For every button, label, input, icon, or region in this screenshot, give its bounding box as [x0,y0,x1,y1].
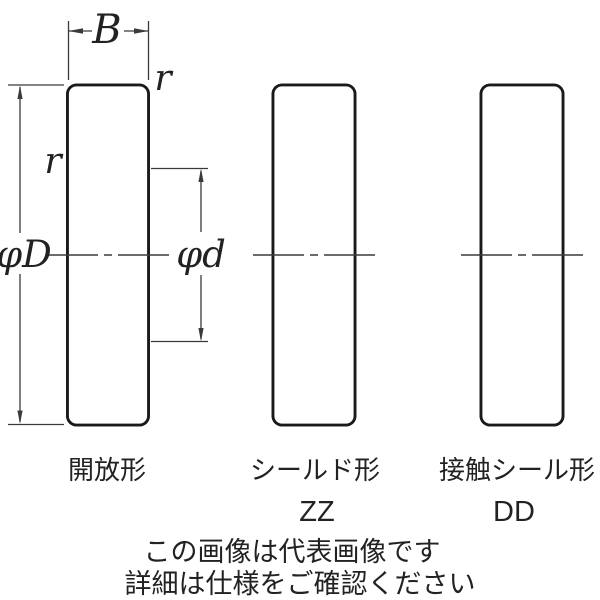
outer-diameter-dimension [8,84,64,426]
width-dimension [67,21,150,80]
dimension-label-outer-diameter: φD [0,233,52,276]
dimension-label-width: B [92,7,122,53]
bearing-caption-open: 開放形 [67,455,147,485]
dimension-label-chamfer-top: r [154,58,172,99]
open-bearing-drawing [66,83,150,427]
dimension-label-chamfer-left: r [44,141,62,182]
bearing-code-dd: DD [493,496,535,528]
bore-diameter-dimension [151,167,208,343]
bearing-code-zz: ZZ [299,496,335,528]
bearing-caption-contact-seal: 接触シール形 [438,455,596,485]
note-line-1: この画像は代表画像です [143,537,441,567]
note-line-2: 詳細は仕様をご確認ください [124,569,476,599]
dimension-label-bore-diameter: φd [176,233,226,276]
bearing-caption-shielded: シールド形 [249,455,381,485]
